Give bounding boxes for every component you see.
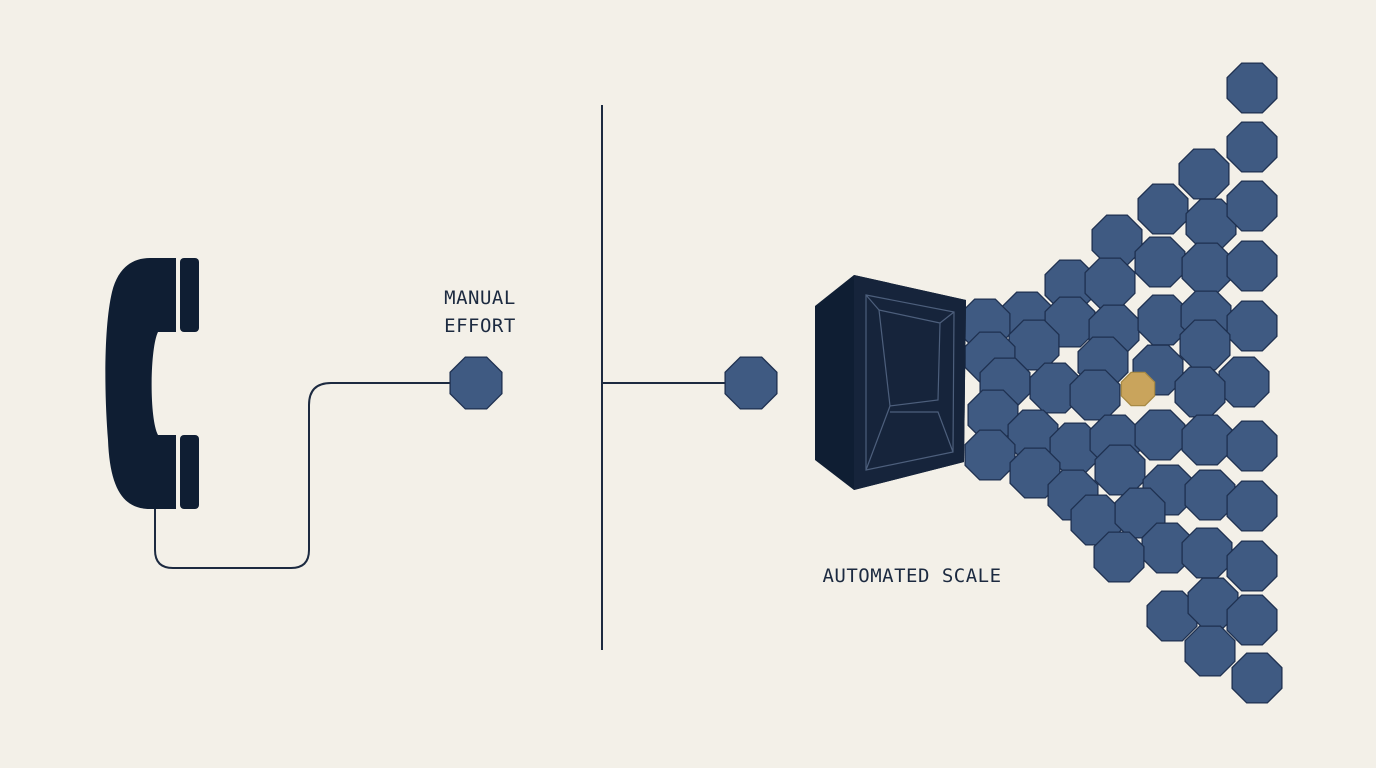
telephone-handset-icon [105, 258, 199, 509]
node-swarm [959, 62, 1283, 704]
manual-node-icon [449, 356, 503, 410]
swarm-node-icon [1184, 625, 1236, 677]
swarm-node-icon [1091, 214, 1143, 266]
swarm-node-icon [1094, 444, 1146, 496]
swarm-node-icon [1184, 469, 1236, 521]
swarm-node-icon [1084, 257, 1136, 309]
manual-label-line1: MANUAL [444, 287, 516, 309]
automated-scale-label: AUTOMATED SCALE [822, 565, 1002, 587]
swarm-node-icon [1226, 540, 1278, 592]
swarm-node-icon [1226, 480, 1278, 532]
manual-label-line2: EFFORT [444, 315, 516, 337]
swarm-node-icon [1093, 531, 1145, 583]
automated-node-icon [724, 356, 778, 410]
highlighted-node-icon [1120, 371, 1156, 407]
swarm-node-icon [1029, 362, 1081, 414]
swarm-node-icon [1231, 652, 1283, 704]
swarm-node-icon [1174, 366, 1226, 418]
swarm-node-icon [964, 429, 1016, 481]
swarm-node-icon [1226, 121, 1278, 173]
phone-cord [154, 382, 450, 569]
swarm-node-icon [1179, 319, 1231, 371]
manual-effort-label: MANUAL EFFORT [420, 284, 540, 340]
swarm-node-icon [1181, 527, 1233, 579]
swarm-node-icon [1134, 409, 1186, 461]
swarm-node-icon [1137, 183, 1189, 235]
swarm-node-icon [1181, 414, 1233, 466]
swarm-node-icon [1141, 522, 1193, 574]
swarm-node-icon [1178, 148, 1230, 200]
swarm-node-icon [1226, 180, 1278, 232]
swarm-node-icon [1226, 240, 1278, 292]
swarm-node-icon [1226, 594, 1278, 646]
swarm-node-icon [1134, 236, 1186, 288]
swarm-node-icon [1069, 369, 1121, 421]
swarm-node-icon [1181, 242, 1233, 294]
swarm-node-icon [1226, 420, 1278, 472]
swarm-node-icon [1226, 62, 1278, 114]
swarm-node-icon [1218, 356, 1270, 408]
swarm-node-icon [1226, 300, 1278, 352]
automation-box-icon [815, 275, 966, 490]
